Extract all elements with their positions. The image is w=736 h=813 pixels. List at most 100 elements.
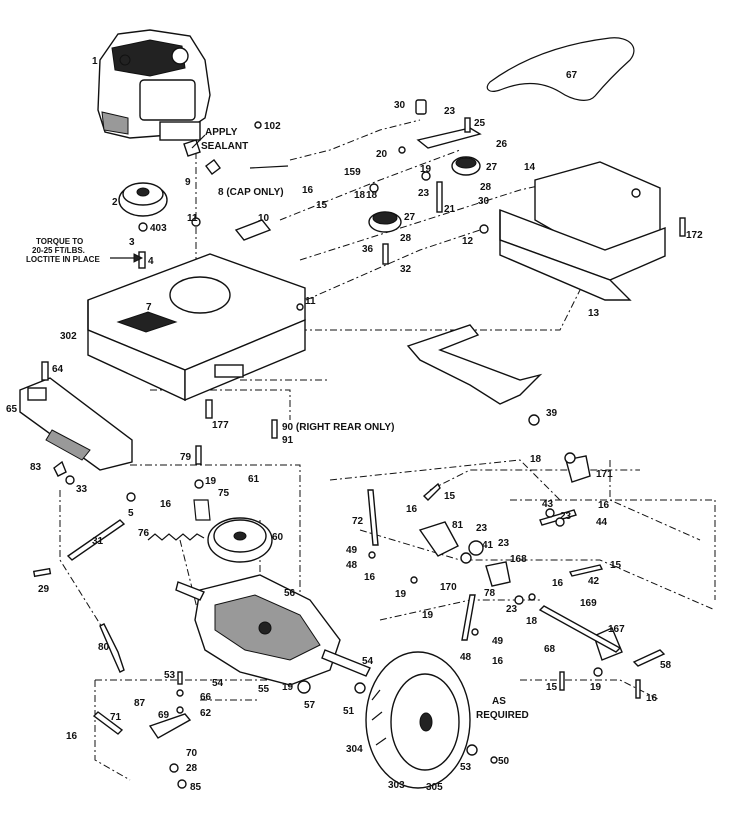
callout-15a: 15 bbox=[316, 200, 328, 211]
callout-65: 65 bbox=[6, 404, 18, 415]
callout-43: 43 bbox=[542, 499, 554, 510]
callout-49b: 49 bbox=[492, 636, 504, 647]
callout-168: 168 bbox=[510, 554, 527, 565]
callout-70: 70 bbox=[186, 748, 198, 759]
clutch-bracket bbox=[418, 521, 459, 557]
callout-32: 32 bbox=[400, 264, 412, 275]
callout-75: 75 bbox=[218, 488, 230, 499]
callout-57: 57 bbox=[304, 700, 316, 711]
callout-19a: 19 bbox=[420, 164, 432, 175]
callout-76: 76 bbox=[138, 528, 150, 539]
callout-304: 304 bbox=[346, 744, 363, 755]
callout-23f: 23 bbox=[506, 604, 518, 615]
callout-302: 302 bbox=[60, 331, 77, 342]
callout-28c: 28 bbox=[186, 763, 198, 774]
callout-51: 51 bbox=[343, 706, 355, 717]
bell-crank-168 bbox=[485, 561, 511, 587]
callout-159: 159 bbox=[344, 167, 361, 178]
labels: 1 2 3 4 5 7 8 (CAP ONLY) 9 10 11 11 12 1… bbox=[6, 56, 703, 793]
rod-15a bbox=[422, 482, 441, 501]
callout-68: 68 bbox=[544, 644, 556, 655]
callout-19c: 19 bbox=[395, 589, 407, 600]
callout-26: 26 bbox=[496, 139, 508, 150]
hardware bbox=[41, 121, 686, 789]
callout-54a: 54 bbox=[362, 656, 374, 667]
callout-18c: 18 bbox=[526, 616, 538, 627]
note-torque-3: LOCTITE IN PLACE bbox=[26, 255, 100, 264]
rod-58 bbox=[632, 649, 666, 667]
callout-30b: 30 bbox=[478, 196, 490, 207]
callout-18d: 18 bbox=[354, 190, 366, 201]
callout-78: 78 bbox=[484, 588, 496, 599]
callout-60: 60 bbox=[272, 532, 284, 543]
callout-19e: 19 bbox=[590, 682, 602, 693]
callout-42: 42 bbox=[588, 576, 600, 587]
callout-16b: 16 bbox=[160, 499, 172, 510]
callout-23d: 23 bbox=[476, 523, 488, 534]
callout-19b: 19 bbox=[205, 476, 217, 487]
callout-83: 83 bbox=[30, 462, 42, 473]
main-frame bbox=[87, 253, 306, 402]
callout-23b: 23 bbox=[418, 188, 430, 199]
callout-5: 5 bbox=[128, 508, 134, 519]
callout-305: 305 bbox=[426, 782, 443, 793]
rod-72 bbox=[367, 489, 379, 546]
note-as-required-2: REQUIRED bbox=[476, 710, 529, 721]
callout-69: 69 bbox=[158, 710, 170, 721]
callout-27a: 27 bbox=[486, 162, 498, 173]
callout-19f: 19 bbox=[282, 682, 294, 693]
callout-2: 2 bbox=[112, 197, 118, 208]
callout-28b: 28 bbox=[400, 233, 412, 244]
callout-49a: 49 bbox=[346, 545, 358, 556]
callout-167: 167 bbox=[608, 624, 625, 635]
callout-48a: 48 bbox=[346, 560, 358, 571]
transmission-pulley bbox=[207, 517, 273, 563]
callout-62: 62 bbox=[200, 708, 212, 719]
callout-4: 4 bbox=[148, 256, 154, 267]
callout-10: 10 bbox=[258, 213, 270, 224]
shaft bbox=[234, 219, 272, 241]
callout-177: 177 bbox=[212, 420, 229, 431]
callout-23a: 23 bbox=[444, 106, 456, 117]
shift-rod-80 bbox=[99, 623, 125, 673]
note-torque-1: TORQUE TO bbox=[36, 237, 83, 246]
rear-wheel bbox=[365, 651, 471, 789]
callout-14: 14 bbox=[524, 162, 536, 173]
callout-170: 170 bbox=[440, 582, 457, 593]
callout-18a: 18 bbox=[530, 454, 542, 465]
note-apply-sealant-2: SEALANT bbox=[201, 141, 248, 152]
callout-33: 33 bbox=[76, 484, 88, 495]
callout-9: 9 bbox=[185, 177, 191, 188]
callout-25: 25 bbox=[474, 118, 486, 129]
callout-12: 12 bbox=[462, 236, 474, 247]
hitch-bracket bbox=[406, 324, 543, 405]
callout-90: 90 (RIGHT REAR ONLY) bbox=[282, 422, 394, 433]
engine-pulley bbox=[118, 182, 168, 217]
callout-81: 81 bbox=[452, 520, 464, 531]
callout-171: 171 bbox=[596, 469, 613, 480]
rear-shield bbox=[499, 161, 666, 301]
idler-pulley-27a bbox=[451, 156, 481, 176]
shift-rod bbox=[66, 519, 126, 561]
callout-16d: 16 bbox=[364, 572, 376, 583]
callout-16c: 16 bbox=[406, 504, 418, 515]
engine bbox=[97, 29, 211, 141]
callout-16g: 16 bbox=[492, 656, 504, 667]
callout-53a: 53 bbox=[164, 670, 176, 681]
callout-41: 41 bbox=[482, 540, 494, 551]
note-as-required-1: AS bbox=[492, 696, 506, 707]
callout-23c: 23 bbox=[560, 511, 572, 522]
callout-48b: 48 bbox=[460, 652, 472, 663]
brake-rod bbox=[92, 711, 124, 735]
callout-87: 87 bbox=[134, 698, 146, 709]
callout-67: 67 bbox=[566, 70, 578, 81]
callout-39: 39 bbox=[546, 408, 558, 419]
rod-78 bbox=[461, 594, 476, 641]
callout-44: 44 bbox=[596, 517, 608, 528]
callout-66: 66 bbox=[200, 692, 212, 703]
callout-13: 13 bbox=[588, 308, 600, 319]
idler-pulley-27b bbox=[368, 211, 402, 233]
brake-arm bbox=[148, 713, 192, 739]
callout-29: 29 bbox=[38, 584, 50, 595]
callout-71: 71 bbox=[110, 712, 122, 723]
